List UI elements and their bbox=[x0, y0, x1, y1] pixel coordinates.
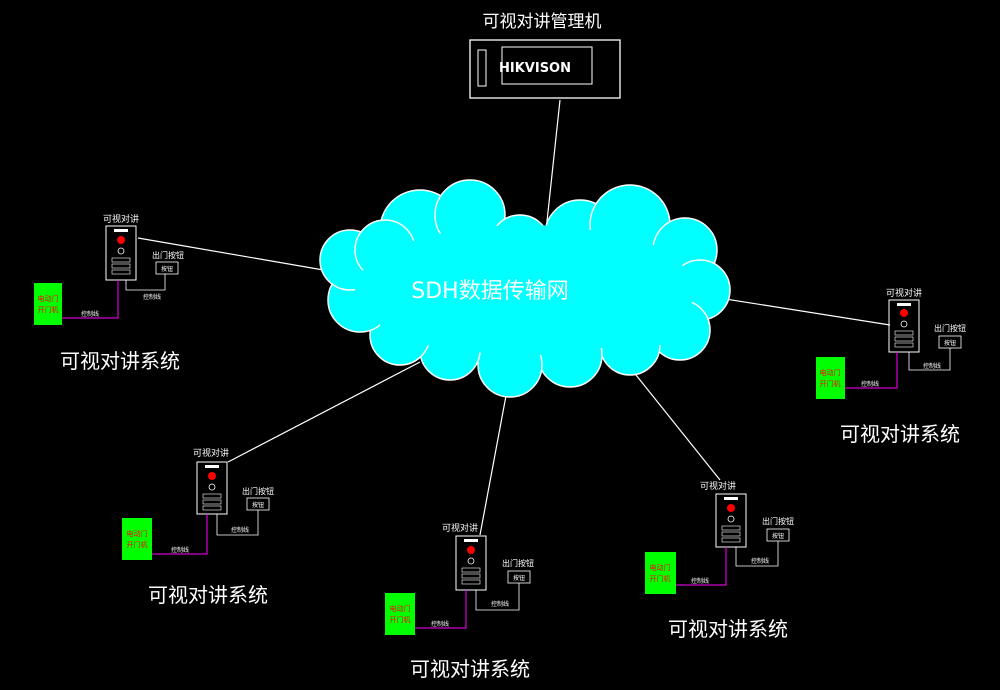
exit-button-icon bbox=[155, 261, 179, 275]
cloud-icon bbox=[319, 179, 731, 398]
control-line-label: 控制线 bbox=[491, 600, 509, 608]
lock-label-1: 电动门 bbox=[650, 563, 671, 572]
link-system-1 bbox=[137, 237, 336, 273]
wire-exit bbox=[216, 510, 259, 536]
camera-icon bbox=[208, 472, 216, 480]
link-manager bbox=[544, 99, 561, 241]
system-name: 可视对讲系统 bbox=[410, 657, 530, 681]
system-name: 可视对讲系统 bbox=[148, 583, 268, 607]
control-line-label: 控制线 bbox=[923, 362, 941, 370]
keypad-icon bbox=[894, 330, 914, 348]
control-line-label-2: 控制线 bbox=[691, 577, 709, 585]
subsystem-1-devices: 可视对讲 出门按钮 按钮 控制线 控制线 电动门 开门机 可视对讲系统 bbox=[34, 213, 184, 373]
control-wire bbox=[676, 547, 727, 586]
keypad-icon bbox=[721, 525, 741, 543]
wire-exit bbox=[125, 274, 166, 291]
control-wire bbox=[845, 352, 898, 389]
intercom-label: 可视对讲 bbox=[700, 480, 736, 492]
control-wire bbox=[62, 280, 119, 319]
lock-label-2: 开门机 bbox=[127, 540, 148, 549]
system-name: 可视对讲系统 bbox=[840, 422, 960, 446]
link-system-5 bbox=[619, 354, 721, 481]
wire-exit bbox=[908, 348, 951, 371]
manager-display bbox=[501, 46, 593, 85]
exit-button-box-label: 按钮 bbox=[161, 265, 173, 273]
link-system-4 bbox=[479, 384, 509, 536]
control-line-label-2: 控制线 bbox=[861, 380, 879, 388]
lock-box-icon bbox=[816, 357, 845, 399]
lock-label-2: 开门机 bbox=[390, 615, 411, 624]
exit-button-label: 出门按钮 bbox=[502, 558, 534, 568]
system-name: 可视对讲系统 bbox=[668, 617, 788, 641]
lock-label-1: 电动门 bbox=[127, 529, 148, 538]
lock-label-1: 电动门 bbox=[38, 294, 59, 303]
intercom-label: 可视对讲 bbox=[103, 213, 139, 225]
camera-icon bbox=[117, 236, 125, 244]
lock-label-2: 开门机 bbox=[650, 574, 671, 583]
link-lines bbox=[137, 99, 891, 536]
manager-title: 可视对讲管理机 bbox=[483, 12, 602, 32]
lock-label-1: 电动门 bbox=[820, 368, 841, 377]
control-line-label: 控制线 bbox=[751, 557, 769, 565]
control-wire bbox=[415, 590, 467, 629]
intercom-label: 可视对讲 bbox=[442, 522, 478, 534]
manager-unit: 可视对讲管理机 HIKVISON bbox=[469, 12, 621, 99]
camera-icon bbox=[467, 546, 475, 554]
network-label: SDH数据传输网 bbox=[411, 279, 568, 304]
exit-button-label: 出门按钮 bbox=[152, 250, 184, 260]
exit-button-box-label: 按钮 bbox=[944, 339, 956, 347]
exit-button-label: 出门按钮 bbox=[762, 516, 794, 526]
camera-icon bbox=[900, 309, 908, 317]
intercom-panel-icon bbox=[455, 535, 487, 591]
lock-label-2: 开门机 bbox=[38, 305, 59, 314]
lock-box-icon bbox=[645, 552, 676, 594]
intercom-label: 可视对讲 bbox=[193, 447, 229, 459]
keypad-icon bbox=[461, 567, 481, 585]
lock-box-icon bbox=[34, 283, 62, 325]
wire-exit bbox=[475, 583, 520, 611]
manager-slot bbox=[477, 49, 487, 87]
intercom-panel-icon bbox=[715, 493, 747, 548]
control-line-label-2: 控制线 bbox=[81, 310, 99, 318]
control-line-label-2: 控制线 bbox=[431, 620, 449, 628]
manager-brand: HIKVISON bbox=[499, 61, 571, 76]
subsystem-3-devices: 可视对讲 出门按钮 按钮 控制线 控制线 电动门 开门机 可视对讲系统 bbox=[122, 447, 274, 607]
exit-button-box-label: 按钮 bbox=[772, 532, 784, 540]
manager-chassis bbox=[469, 39, 621, 99]
lock-box-icon bbox=[385, 593, 415, 635]
subsystem-4-devices: 可视对讲 出门按钮 按钮 控制线 控制线 电动门 开门机 可视对讲系统 bbox=[385, 522, 534, 681]
control-line-label: 控制线 bbox=[231, 526, 249, 534]
intercom-label: 可视对讲 bbox=[886, 287, 922, 299]
lock-label-1: 电动门 bbox=[390, 604, 411, 613]
wire-exit bbox=[735, 541, 779, 567]
exit-button-box-label: 按钮 bbox=[252, 501, 264, 509]
keypad-icon bbox=[202, 493, 222, 511]
control-line-label-2: 控制线 bbox=[171, 546, 189, 554]
lock-box-icon bbox=[122, 518, 152, 560]
control-line-label: 控制线 bbox=[143, 293, 161, 301]
intercom-panel-icon bbox=[105, 225, 137, 281]
subsystem-2-devices: 可视对讲 出门按钮 按钮 控制线 控制线 电动门 开门机 可视对讲系统 bbox=[816, 287, 966, 446]
exit-button-label: 出门按钮 bbox=[242, 486, 274, 496]
exit-button-label: 出门按钮 bbox=[934, 323, 966, 333]
control-wire bbox=[152, 514, 208, 555]
camera-icon bbox=[727, 504, 735, 512]
link-system-2 bbox=[699, 294, 891, 326]
intercom-panel-icon bbox=[196, 461, 228, 515]
intercom-panel-icon bbox=[888, 299, 920, 353]
exit-button-box-label: 按钮 bbox=[513, 574, 525, 582]
subsystem-5-devices: 可视对讲 出门按钮 按钮 控制线 控制线 电动门 开门机 可视对讲系统 bbox=[645, 480, 794, 641]
system-name: 可视对讲系统 bbox=[60, 349, 180, 373]
link-system-3 bbox=[227, 361, 421, 463]
keypad-icon bbox=[111, 257, 131, 275]
lock-label-2: 开门机 bbox=[820, 379, 841, 388]
